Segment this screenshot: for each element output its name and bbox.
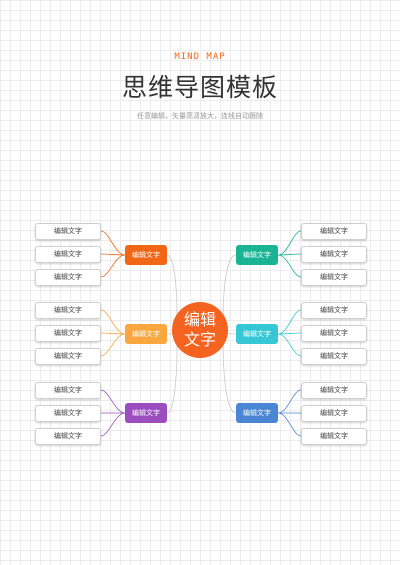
branch-node-left-1[interactable]: 编辑文字 — [125, 245, 167, 265]
branch-to-leaf-connector — [100, 333, 126, 357]
branch-to-leaf-connector — [277, 253, 302, 256]
leaf-node[interactable]: 编辑文字 — [301, 246, 367, 263]
branch-to-leaf-connector — [100, 253, 126, 256]
branch-label: 编辑文字 — [132, 409, 160, 417]
branch-to-leaf-connector — [100, 230, 126, 256]
branch-label: 编辑文字 — [132, 330, 160, 338]
branch-to-leaf-connector — [100, 389, 126, 414]
leaf-node[interactable]: 编辑文字 — [35, 269, 101, 286]
leaf-node[interactable]: 编辑文字 — [301, 405, 367, 422]
branch-node-left-3[interactable]: 编辑文字 — [125, 403, 167, 423]
branch-to-leaf-connector — [100, 254, 126, 278]
branch-to-leaf-connector — [277, 254, 302, 278]
eyebrow-label: MIND MAP — [174, 52, 226, 62]
leaf-node[interactable]: 编辑文字 — [301, 325, 367, 342]
leaf-node[interactable]: 编辑文字 — [301, 382, 367, 399]
branch-label: 编辑文字 — [243, 409, 271, 417]
branch-label: 编辑文字 — [132, 251, 160, 259]
branch-to-leaf-connector — [100, 332, 126, 335]
branch-to-leaf-connector — [100, 309, 126, 335]
branch-to-leaf-connector — [277, 332, 302, 335]
branch-to-leaf-connector — [277, 412, 302, 437]
branch-node-right-3[interactable]: 编辑文字 — [236, 403, 278, 423]
branch-to-leaf-connector — [277, 333, 302, 357]
branch-to-leaf-connector — [277, 309, 302, 335]
leaf-node[interactable]: 编辑文字 — [35, 428, 101, 445]
leaf-node[interactable]: 编辑文字 — [35, 302, 101, 319]
branch-node-right-2[interactable]: 编辑文字 — [236, 324, 278, 344]
leaf-node[interactable]: 编辑文字 — [35, 325, 101, 342]
leaf-node[interactable]: 编辑文字 — [301, 223, 367, 240]
leaf-node[interactable]: 编辑文字 — [35, 246, 101, 263]
leaf-node[interactable]: 编辑文字 — [35, 382, 101, 399]
center-topic[interactable]: 编辑文字 — [172, 302, 228, 358]
branch-label: 编辑文字 — [243, 330, 271, 338]
leaf-node[interactable]: 编辑文字 — [301, 269, 367, 286]
branch-to-leaf-connector — [100, 412, 126, 437]
branch-to-leaf-connector — [277, 230, 302, 256]
page-subtitle: 任意编辑，矢量高清放大，连线自动跟随 — [137, 112, 263, 120]
leaf-node[interactable]: 编辑文字 — [35, 348, 101, 365]
page-title: 思维导图模板 — [121, 73, 278, 102]
branch-to-leaf-connector — [277, 389, 302, 414]
leaf-node[interactable]: 编辑文字 — [35, 405, 101, 422]
branch-label: 编辑文字 — [243, 251, 271, 259]
branch-node-left-2[interactable]: 编辑文字 — [125, 324, 167, 344]
leaf-node[interactable]: 编辑文字 — [301, 302, 367, 319]
center-topic-label: 编辑文字 — [183, 310, 216, 349]
leaf-node[interactable]: 编辑文字 — [35, 223, 101, 240]
leaf-node[interactable]: 编辑文字 — [301, 428, 367, 445]
branch-node-right-1[interactable]: 编辑文字 — [236, 245, 278, 265]
leaf-node[interactable]: 编辑文字 — [301, 348, 367, 365]
